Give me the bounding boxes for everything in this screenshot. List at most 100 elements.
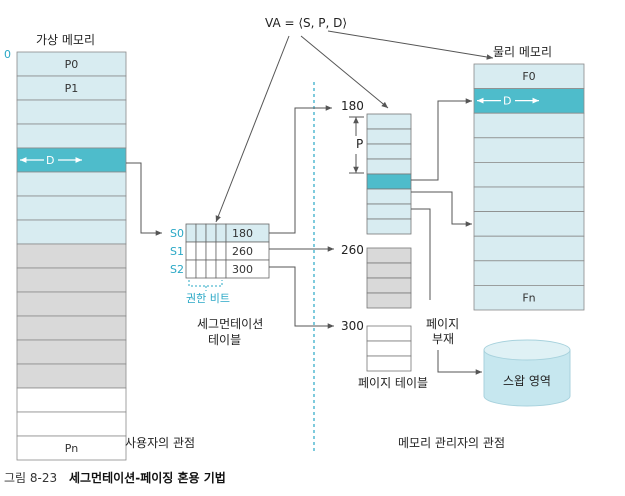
virtual-memory-row — [16, 267, 127, 293]
physical-memory-frame — [473, 186, 585, 213]
virtual-memory-title: 가상 메모리 — [36, 33, 95, 47]
permission-bit-cell — [215, 223, 227, 243]
figure-number: 그림 8-23 — [4, 471, 57, 485]
permission-bit-cell — [195, 241, 207, 261]
page-table-entry — [366, 262, 412, 279]
physical-memory-frame — [473, 284, 585, 311]
segment-base-cell — [225, 259, 270, 279]
virtual-memory-row — [16, 291, 127, 317]
page-size-bracket — [349, 116, 364, 174]
page-table-base-260: 260 — [341, 243, 364, 257]
page-table-entry — [366, 173, 412, 190]
arrow-segment-300 — [269, 266, 334, 329]
segmentation-table-caption-line1: 세그먼테이션 — [197, 317, 263, 331]
page-table-entry — [366, 203, 412, 220]
page-table-entry — [366, 188, 412, 205]
physical-memory-frame — [473, 63, 585, 90]
physical-memory-offset-d: D — [477, 95, 539, 108]
physical-memory-frame — [473, 260, 585, 286]
permission-bit-cell — [205, 223, 217, 243]
memory-manager-view-label: 메모리 관리자의 관점 — [398, 436, 505, 450]
virtual-memory-row — [16, 411, 127, 437]
physical-memory-frame — [473, 235, 585, 262]
segmentation-table-caption-line2: 테이블 — [208, 333, 241, 347]
virtual-memory-row — [16, 195, 127, 221]
virtual-memory-row — [16, 363, 127, 389]
virtual-memory-row — [16, 339, 127, 365]
physical-memory-title: 물리 메모리 — [493, 45, 552, 59]
virtual-memory-row — [16, 99, 127, 125]
virtual-memory-row — [16, 315, 127, 341]
physical-memory-frame-label: F0 — [522, 70, 535, 83]
permission-bits-label: 권한 비트 — [186, 292, 230, 305]
physical-memory-frame — [473, 161, 585, 188]
virtual-memory-row — [16, 387, 127, 413]
swap-area-cylinder — [483, 339, 571, 407]
page-table-base-180: 180 — [341, 99, 364, 113]
page-table-entry — [366, 325, 412, 342]
permission-bit-cell — [215, 259, 227, 279]
arrow-segment-180-to-page-table — [269, 105, 332, 234]
page-table-entry — [366, 292, 412, 309]
arrow-virtual-memory-to-s0 — [126, 162, 162, 236]
figure-title: 세그먼테이션-페이징 혼용 기법 — [69, 470, 226, 485]
page-table-base-300: 300 — [341, 319, 364, 333]
swap-area-label: 스왑 영역 — [503, 374, 551, 388]
virtual-memory-offset-d: D — [20, 154, 82, 167]
page-table-entry — [366, 113, 412, 130]
user-view-label: 사용자의 관점 — [125, 436, 195, 450]
arrow-page-entry-to-frame — [411, 98, 472, 181]
permission-bit-cell — [205, 241, 217, 261]
permission-bit-cell — [185, 259, 197, 279]
arrow-va-to-physical-memory — [327, 30, 494, 60]
segment-base-value: 260 — [232, 245, 253, 258]
page-table-entry — [366, 247, 412, 264]
segment-label: S0 — [170, 227, 184, 240]
segment-label: S2 — [170, 263, 184, 276]
page-tables — [366, 113, 412, 372]
physical-memory-frame-label: Fn — [522, 291, 535, 304]
permission-bit-cell — [195, 259, 207, 279]
segment-label: S1 — [170, 245, 184, 258]
permission-bits-brace — [188, 280, 223, 287]
arrow-page-entry-to-lower-frame — [411, 191, 472, 227]
virtual-memory-row — [16, 51, 127, 77]
virtual-memory-start-address: 0 — [4, 48, 11, 61]
arrow-va-to-segment-table — [215, 35, 290, 223]
arrow-va-to-page-table — [300, 35, 389, 109]
permission-bit-cell — [215, 241, 227, 261]
page-table-260 — [366, 247, 412, 309]
permission-bit-cell — [205, 259, 217, 279]
svg-text:D: D — [503, 95, 511, 108]
page-table-entry — [366, 218, 412, 235]
arrow-page-fault-to-swap — [411, 208, 431, 300]
page-table-entry — [366, 143, 412, 160]
arrow-fault-to-swap-area — [437, 350, 482, 375]
svg-text:D: D — [46, 154, 54, 167]
page-table-entry — [366, 355, 412, 372]
permission-bit-cell — [185, 241, 197, 261]
page-fault-label-line2: 부재 — [432, 332, 454, 346]
virtual-memory-row — [16, 243, 127, 269]
page-table-entry — [366, 340, 412, 357]
segment-base-value: 180 — [232, 227, 253, 240]
page-table-entry — [366, 277, 412, 294]
page-table-180 — [366, 113, 412, 235]
figure-caption: 그림 8-23 세그먼테이션-페이징 혼용 기법 — [4, 470, 226, 485]
page-table-entry — [366, 128, 412, 145]
connector-arrows — [126, 30, 494, 375]
permission-bit-cell — [195, 223, 207, 243]
physical-memory-frame — [473, 112, 585, 139]
virtual-memory-row — [16, 75, 127, 101]
virtual-memory-row — [16, 123, 127, 149]
virtual-memory-row-label: Pn — [65, 442, 78, 455]
virtual-memory-row — [16, 171, 127, 197]
va-formula: VA = ⟨S, P, D⟩ — [265, 16, 347, 30]
physical-memory-block: F0D Fn — [473, 63, 585, 311]
page-fault-label-line1: 페이지 — [426, 317, 459, 331]
physical-memory-frame — [473, 137, 585, 163]
permission-bit-cell — [185, 223, 197, 243]
